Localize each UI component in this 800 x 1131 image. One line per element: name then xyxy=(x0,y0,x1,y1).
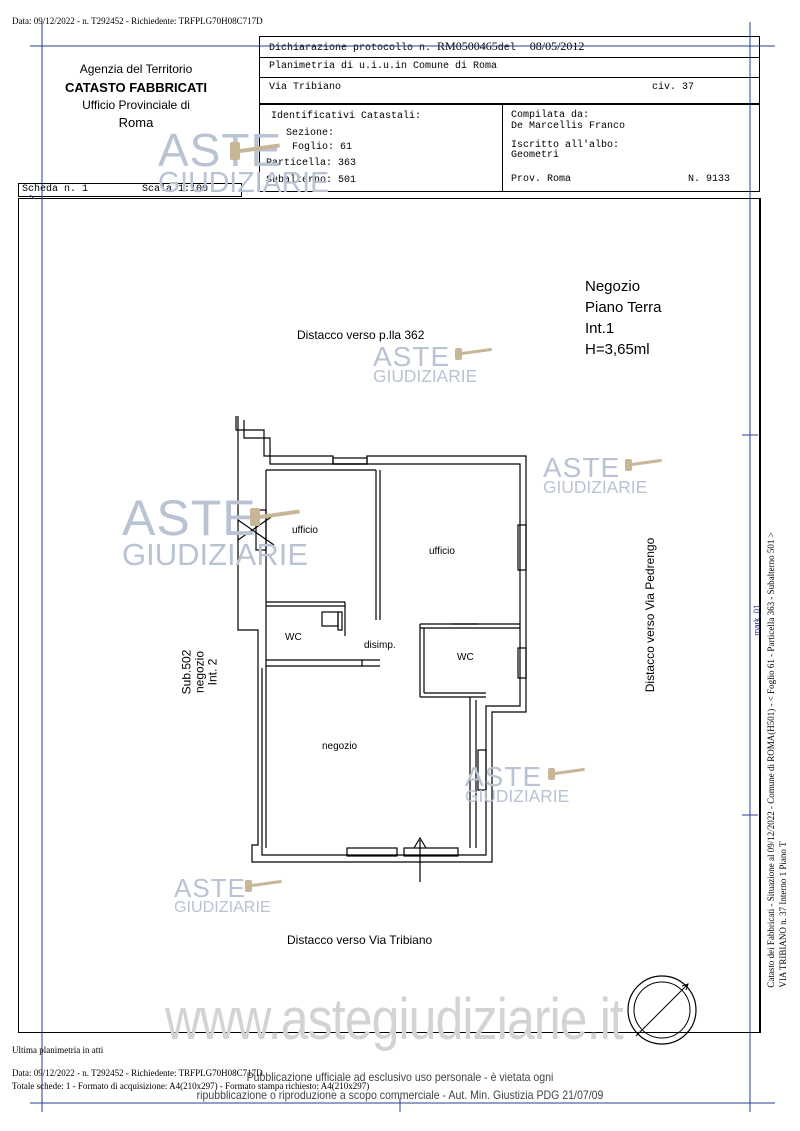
civic-number: civ. 37 xyxy=(652,82,695,93)
scheda-number: Scheda n. 1 xyxy=(22,184,89,195)
room-ufficio-1: ufficio xyxy=(292,525,318,536)
subalterno: Subalterno: 501 xyxy=(266,175,357,186)
gavel-icon xyxy=(548,767,585,780)
room-negozio: negozio xyxy=(322,741,358,752)
scala: Scala 1:100 xyxy=(142,184,209,195)
wm-giud-text: GIUDIZIARIE xyxy=(122,537,309,572)
compiler-name: De Marcellis Franco xyxy=(511,121,626,132)
drawing-frame xyxy=(18,198,761,1033)
planimetria-line: Planimetria di u.i.u.in Comune di Roma xyxy=(269,61,498,72)
room-disimpegno: disimp. xyxy=(364,640,396,651)
wm-aste-text: ASTE xyxy=(543,452,621,483)
watermark-aste-4: ASTE GIUDIZIARIE xyxy=(122,490,309,572)
office-line4: Roma xyxy=(118,115,154,130)
wm-giud-text: GIUDIZIARIE xyxy=(543,477,648,498)
declaration-prefix: Dichiarazione protocollo n. xyxy=(269,43,432,54)
gavel-icon xyxy=(250,508,300,526)
side-cadastral-text: Catasto dei Fabbricati - Situazione al 0… xyxy=(765,532,789,987)
wm-aste-text: ASTE xyxy=(373,341,451,372)
watermark-aste-6: ASTE GIUDIZIARIE xyxy=(174,873,271,917)
unit-info: Negozio Piano Terra Int.1 H=3,65ml xyxy=(585,276,661,360)
header-box xyxy=(259,36,760,104)
identifiers-title: Identificativi Catastali: xyxy=(271,111,422,122)
wm-aste-text: ASTE xyxy=(465,761,543,792)
wm-aste-text: ASTE xyxy=(122,490,257,546)
unit-type: Negozio xyxy=(585,278,641,295)
watermark-notice-1: Pubblicazione ufficiale ad esclusivo uso… xyxy=(246,1070,554,1084)
watermark-aste-5: ASTE GIUDIZIARIE xyxy=(465,761,570,807)
wm-aste-text: ASTE xyxy=(174,873,246,903)
province: Prov. Roma xyxy=(511,174,572,185)
gavel-icon xyxy=(245,879,282,892)
albo-number: N. 9133 xyxy=(688,174,731,185)
unit-interno: Int.1 xyxy=(585,320,615,337)
side-text-line1: Catasto dei Fabbricati - Situazione al 0… xyxy=(766,532,776,988)
gavel-icon xyxy=(230,142,280,160)
distacco-top-label: Distacco verso p.lla 362 xyxy=(297,328,425,342)
sezione: Sezione: xyxy=(286,128,335,139)
right-edge-mark: mark_01 xyxy=(752,604,762,636)
unit-height: H=3,65ml xyxy=(585,341,650,358)
wm-giud-text: GIUDIZIARIE xyxy=(373,366,478,387)
watermark-notice-2: ripubblicazione o riproduzione a scopo c… xyxy=(196,1088,604,1102)
top-request-line: Data: 09/12/2022 - n. T292452 - Richiede… xyxy=(12,16,263,26)
street-name: Via Tribiano xyxy=(269,82,342,93)
watermark-site: www.astegiudiziarie.it xyxy=(165,987,624,1052)
office-line1: Agenzia del Territorio xyxy=(79,62,193,76)
wm-giud-text: GIUDIZIARIE xyxy=(465,786,570,807)
watermark-aste-3: ASTE GIUDIZIARIE xyxy=(543,452,648,498)
north-compass-icon xyxy=(627,975,697,1045)
ultima-planimetria: Ultima planimetria in atti xyxy=(12,1045,104,1055)
office-line3: Ufficio Provinciale di xyxy=(82,98,190,112)
unit-floor: Piano Terra xyxy=(585,299,662,316)
del-label: del xyxy=(497,43,516,54)
compilata-label: Compilata da: xyxy=(511,110,590,121)
watermark-aste-2: ASTE GIUDIZIARIE xyxy=(373,341,478,387)
footer-data-line: Data: 09/12/2022 - n. T292452 - Richiede… xyxy=(12,1068,263,1078)
room-wc-1: WC xyxy=(285,632,302,643)
foglio: Foglio: 61 xyxy=(292,142,353,153)
office-block: Agenzia del Territorio CATASTO FABBRICAT… xyxy=(20,62,252,130)
distacco-bottom-label: Distacco verso Via Tribiano xyxy=(287,933,433,947)
room-wc-2: WC xyxy=(457,652,474,663)
iscritto-label: Iscritto all'albo: xyxy=(511,140,620,151)
wm-giud-text: GIUDIZIARIE xyxy=(174,898,271,917)
gavel-icon xyxy=(625,458,662,471)
wm-giud-text: GIUDIZIARIE xyxy=(158,167,330,200)
room-ufficio-2: ufficio xyxy=(429,546,455,557)
particella: Particella: 363 xyxy=(266,158,357,169)
albo: Geometri xyxy=(511,150,560,161)
gavel-icon xyxy=(455,347,492,360)
scheda-bar xyxy=(18,183,242,197)
side-text-line2: VIA TRIBIANO n. 37 Interno 1 Piano T xyxy=(778,841,788,988)
office-line2: CATASTO FABBRICATI xyxy=(64,80,208,95)
footer-totale-line: Totale schede: 1 - Formato di acquisizio… xyxy=(12,1081,370,1091)
